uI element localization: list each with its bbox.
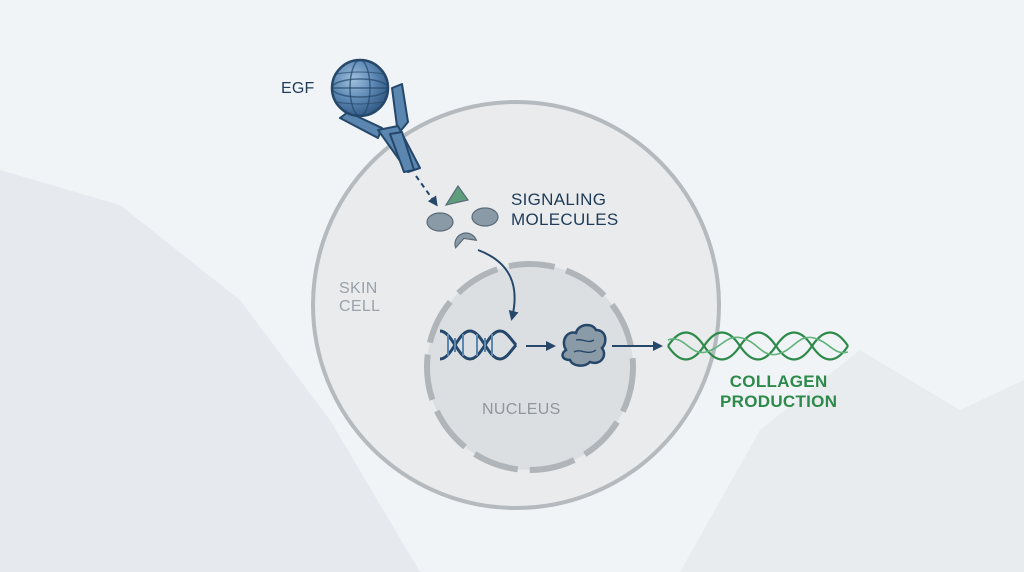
receptor-icon — [339, 83, 421, 173]
signaling-molecules-icon — [426, 184, 499, 249]
egf-sphere-icon — [330, 58, 390, 118]
dna-helix-icon — [439, 329, 518, 361]
arrow-receptor-to-molecules — [415, 175, 438, 207]
nucleus-label: NUCLEUS — [482, 401, 561, 418]
egf-label: EGF — [281, 80, 315, 97]
nucleus — [424, 261, 636, 473]
collagen-helix-icon — [667, 331, 849, 361]
collagen-production-label: COLLAGEN PRODUCTION — [720, 372, 838, 411]
signaling-molecules-label: SIGNALING MOLECULES — [511, 190, 619, 229]
protein-icon — [561, 323, 607, 367]
skin-cell-label: SKIN CELL — [339, 280, 381, 316]
background-hills — [0, 170, 1024, 572]
arrow-molecules-to-nucleus — [477, 249, 519, 321]
